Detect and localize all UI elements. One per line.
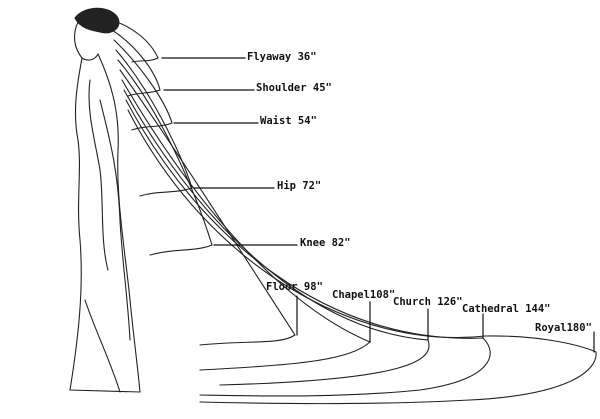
label-shoulder: Shoulder 45"	[256, 82, 332, 94]
veil-floor	[119, 69, 296, 346]
label-church: Church 126"	[393, 296, 463, 308]
label-cathedral: Cathedral 144"	[462, 303, 551, 315]
veil-church	[123, 89, 430, 386]
veil-royal	[127, 109, 597, 405]
hair	[74, 7, 120, 34]
veil-cathedral	[125, 99, 491, 397]
label-royal: Royal180"	[535, 322, 592, 334]
veil-knee	[117, 59, 213, 256]
arm	[88, 79, 109, 271]
veil-shoulder	[111, 29, 161, 97]
label-flyaway: Flyaway 36"	[247, 51, 317, 63]
veil-hip	[115, 49, 193, 197]
label-knee: Knee 82"	[300, 237, 351, 249]
veil-chapel	[121, 79, 372, 371]
veil-waist	[113, 39, 173, 131]
dress-front	[69, 57, 141, 393]
label-hip: Hip 72"	[277, 180, 322, 192]
label-waist: Waist 54"	[260, 115, 317, 127]
dress-back	[97, 53, 141, 393]
veil-flyaway	[109, 19, 159, 63]
leader-lines	[161, 57, 595, 353]
label-floor: Floor 98"	[266, 281, 323, 293]
label-chapel: Chapel108"	[332, 289, 396, 301]
